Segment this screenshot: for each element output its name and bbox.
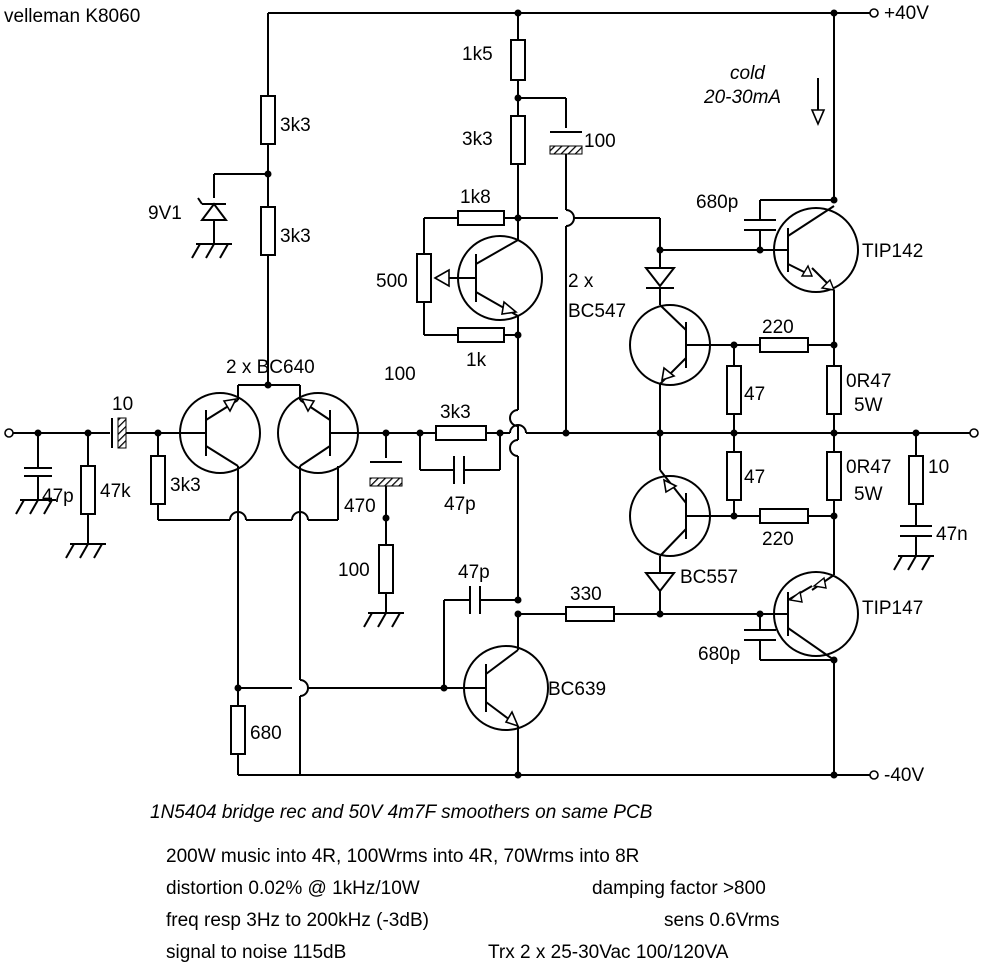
r-47k-label: 47k — [100, 481, 131, 502]
r-100-label: 100 — [338, 560, 370, 581]
r-220-top-label: 220 — [762, 317, 794, 338]
feedback-network — [363, 424, 834, 628]
tip142-label: TIP142 — [862, 241, 923, 262]
zener-label: 9V1 — [148, 203, 182, 224]
r-3k3-mid-label: 3k3 — [280, 226, 311, 247]
bc547-label: BC547 — [568, 301, 626, 322]
r-1k8-label: 1k8 — [460, 187, 491, 208]
output-stage — [660, 9, 979, 779]
c-100-label: 100 — [584, 131, 616, 152]
r-220-bot-label: 220 — [762, 529, 794, 550]
bc639-label: BC639 — [548, 679, 606, 700]
r-3k3-upper-label: 3k3 — [462, 129, 493, 150]
c-100-fb-label: 100 — [384, 364, 416, 385]
c-470-label: 470 — [344, 496, 376, 517]
schematic-title: velleman K8060 — [4, 6, 140, 27]
r-47-bot-label: 47 — [744, 467, 765, 488]
c-47p-vas-label: 47p — [458, 562, 490, 583]
positive-rail-label: +40V — [884, 3, 929, 24]
cold-current-label: 20-30mA — [703, 87, 781, 108]
tip147-label: TIP147 — [862, 598, 923, 619]
pot-500-label: 500 — [376, 271, 408, 292]
c-680p-top-label: 680p — [696, 192, 738, 213]
driver-stage — [629, 218, 834, 618]
input-stage — [4, 417, 339, 559]
r-3k3-fb-label: 3k3 — [440, 402, 471, 423]
bc557-label: BC557 — [680, 567, 738, 588]
c-47p-fb-label: 47p — [444, 494, 476, 515]
vas-stage — [440, 586, 660, 779]
positive-rail — [268, 8, 879, 18]
r-0r47-bot-watt: 5W — [854, 484, 883, 505]
r-1k5-label: 1k5 — [462, 44, 493, 65]
r-1k-label: 1k — [466, 350, 487, 371]
r-3k3-top-label: 3k3 — [280, 115, 311, 136]
r-0r47-top-label: 0R47 — [846, 371, 891, 392]
r-0r47-top-watt: 5W — [854, 395, 883, 416]
r-3k3-in-label: 3k3 — [170, 475, 201, 496]
r-330-label: 330 — [570, 584, 602, 605]
r-47-top-label: 47 — [744, 384, 765, 405]
bc640-pair — [179, 381, 466, 775]
bc640-label: 2 x BC640 — [226, 357, 315, 378]
upper-current-source — [416, 9, 660, 600]
r-680-label: 680 — [250, 723, 282, 744]
bc547-count-label: 2 x — [568, 271, 594, 292]
cold-label: cold — [730, 63, 766, 84]
c-47p-in-label: 47p — [42, 486, 74, 507]
c-10-label: 10 — [112, 394, 133, 415]
c-680p-bot-label: 680p — [698, 644, 740, 665]
r-10-label: 10 — [928, 457, 949, 478]
negative-rail — [238, 770, 879, 780]
r-0r47-bot-label: 0R47 — [846, 457, 891, 478]
c-47n-label: 47n — [936, 524, 968, 545]
bias-chain — [191, 13, 276, 385]
negative-rail-label: -40V — [884, 765, 924, 786]
